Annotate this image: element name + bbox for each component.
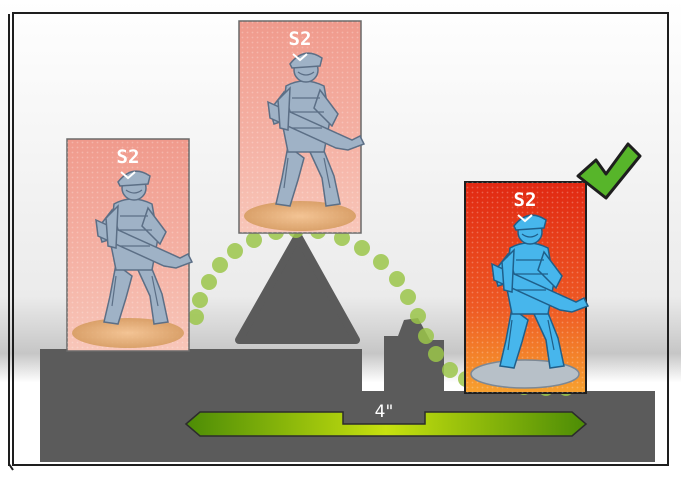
silhouette-label: S2: [514, 189, 537, 211]
measurement-label: 4": [375, 402, 394, 422]
path-dot: [400, 289, 416, 305]
path-dot: [418, 328, 434, 344]
path-dot: [188, 309, 204, 325]
path-dot: [428, 346, 444, 362]
trooper-card-left: S2: [67, 139, 192, 351]
silhouette-label: S2: [289, 28, 312, 50]
path-dot: [227, 243, 243, 259]
path-dot: [442, 362, 458, 378]
path-dot: [212, 257, 228, 273]
path-dot: [410, 308, 426, 324]
silhouette-label: S2: [117, 146, 140, 168]
path-dot: [389, 271, 405, 287]
trooper-card-middle: S2: [239, 21, 364, 233]
path-dot: [201, 274, 217, 290]
path-dot: [246, 232, 262, 248]
path-dot: [373, 254, 389, 270]
path-dot: [354, 240, 370, 256]
miniature-base: [244, 201, 356, 231]
trooper-card-right: S2: [465, 182, 588, 393]
path-dot: [192, 292, 208, 308]
